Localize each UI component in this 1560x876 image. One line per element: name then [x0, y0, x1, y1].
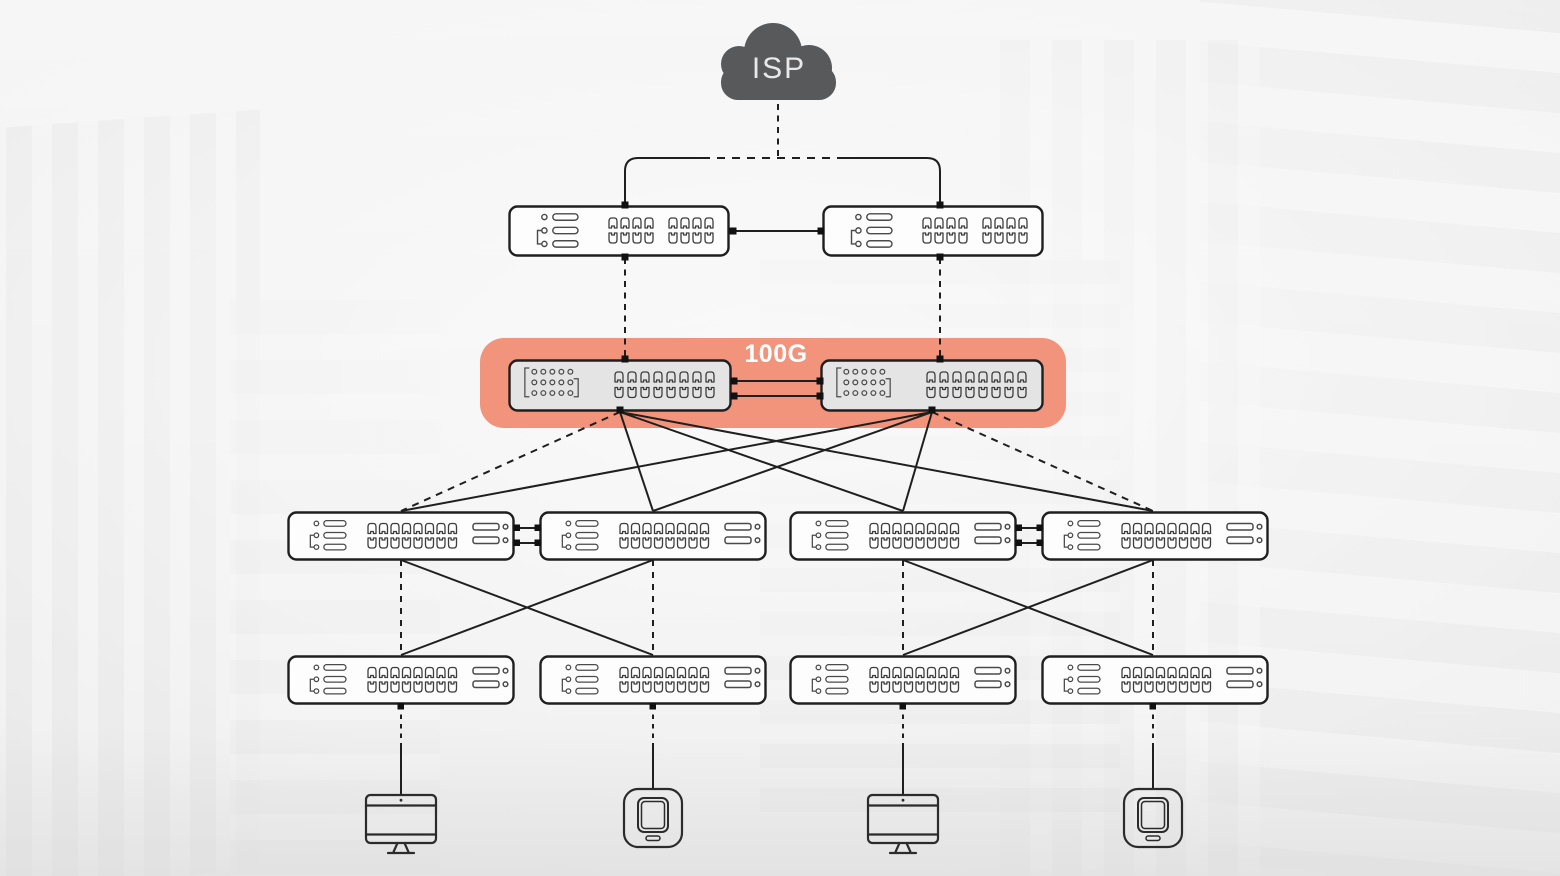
- desktop-monitor-icon: [866, 793, 940, 859]
- access-switch-1: [287, 655, 515, 705]
- core-switch-1: [508, 359, 732, 412]
- tablet-kiosk-icon: [1122, 787, 1184, 849]
- access-switch-3: [789, 655, 1017, 705]
- core-link-speed-label: 100G: [744, 340, 808, 368]
- distribution-switch-4: [1041, 511, 1269, 561]
- distribution-switch-2: [539, 511, 767, 561]
- isp-label: ISP: [751, 52, 807, 85]
- tablet-kiosk-icon: [622, 787, 684, 849]
- distribution-switch-1: [287, 511, 515, 561]
- desktop-monitor-icon: [364, 793, 438, 859]
- isp-cloud: ISP: [703, 12, 855, 106]
- router-2: [822, 205, 1044, 257]
- distribution-switch-3: [789, 511, 1017, 561]
- router-1: [508, 205, 730, 257]
- core-switch-2: [820, 359, 1044, 412]
- access-switch-2: [539, 655, 767, 705]
- access-switch-4: [1041, 655, 1269, 705]
